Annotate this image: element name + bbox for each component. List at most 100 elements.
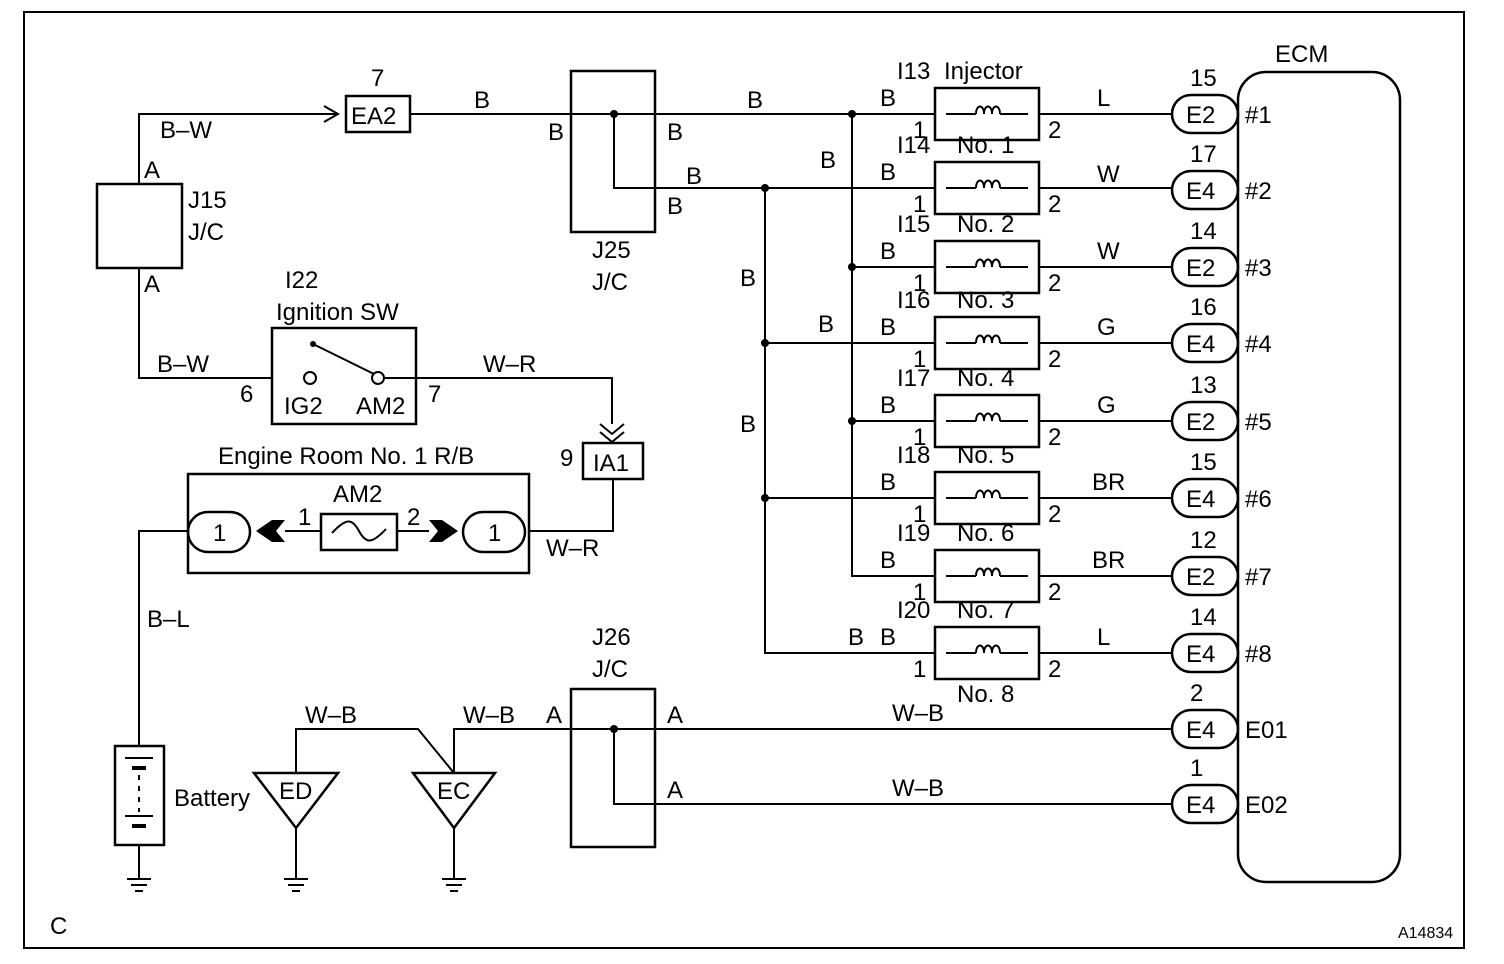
wire-ed-ec	[295, 728, 455, 774]
ecm-pin-label: E01	[1245, 717, 1288, 744]
ground-ed-label: ED	[279, 778, 312, 805]
ecm-connector-label: E2	[1186, 255, 1215, 282]
rb-pin-right: 2	[407, 504, 420, 531]
battery-label: Battery	[174, 785, 250, 812]
injector-id: I19	[897, 520, 930, 547]
bus-wire-label-2: B	[740, 265, 756, 292]
ground-wire-ed-ec: W–B	[305, 702, 357, 729]
ecm-connector-label: E2	[1186, 564, 1215, 591]
j15-pin-top: A	[144, 157, 160, 184]
ecm-wire-color: BR	[1092, 469, 1125, 496]
ea2-arrow	[323, 105, 341, 123]
injector-pin2: 2	[1048, 270, 1061, 297]
battery-wire: B–L	[147, 606, 190, 633]
ecm-wire-color: W	[1097, 238, 1120, 265]
injector-name: No. 4	[957, 365, 1014, 392]
injector-id: I17	[897, 365, 930, 392]
ground-wire-ec-j26: W–B	[463, 702, 515, 729]
wire-ignition-ia1	[384, 377, 613, 424]
injector-id: I14	[897, 132, 930, 159]
bus-1-node-1	[848, 110, 856, 118]
j25-wire-bottom: B	[686, 163, 702, 190]
ia1-pin: 9	[560, 445, 573, 472]
injector-name: No. 2	[957, 211, 1014, 238]
injector-pin1: 1	[913, 191, 926, 218]
injector-pin2: 2	[1048, 424, 1061, 451]
j15-type: J/C	[188, 219, 224, 246]
injector-id: I13	[897, 58, 930, 85]
injector-pin1: 1	[913, 501, 926, 528]
wire-j15-ignition	[138, 268, 272, 379]
corner-label: C	[50, 913, 67, 940]
j25-id: J25	[592, 237, 631, 264]
j26-pin-left: A	[546, 702, 562, 729]
injector-in-wire: B	[880, 314, 896, 341]
ground-ec: EC	[410, 771, 498, 892]
engine-room-relay-block: Engine Room No. 1 R/B 1 1 AM2 1 2	[186, 443, 531, 575]
injector-id: I16	[897, 287, 930, 314]
ignition-pin-left: 6	[240, 381, 253, 408]
injector-pin1: 1	[913, 424, 926, 451]
injector-in-wire: B	[880, 238, 896, 265]
ecm-pin-label: E02	[1245, 792, 1288, 819]
j25-pin-right-bottom: B	[667, 193, 683, 220]
ecm-pin-number: 14	[1190, 604, 1217, 631]
ignition-pin-right: 7	[428, 381, 441, 408]
ignition-id: I22	[285, 267, 318, 294]
ia1-arrow	[599, 423, 625, 444]
ground-ed: ED	[251, 771, 341, 892]
j26-pin-right-top: A	[667, 702, 683, 729]
injector-last-name: No. 8	[957, 681, 1014, 708]
injector-name: No. 1	[957, 132, 1014, 159]
injector-name: No. 5	[957, 442, 1014, 469]
injector-in-wire: B	[880, 624, 896, 651]
ecm-connector-label: E4	[1186, 331, 1215, 358]
ecm-title: ECM	[1275, 41, 1328, 68]
injector-name: No. 7	[957, 597, 1014, 624]
ecm-wire-color: W–B	[892, 775, 944, 802]
figure-code: A14834	[1398, 925, 1453, 942]
ignition-switch: I22 Ignition SW IG2 AM2 6 7	[240, 267, 441, 426]
j26-id: J26	[592, 624, 631, 651]
ecm-connector-label: E4	[1186, 717, 1215, 744]
ecm-pin-label: #7	[1245, 564, 1272, 591]
injector-name: No. 6	[957, 520, 1014, 547]
j15-id: J15	[188, 187, 227, 214]
ecm-connector-label: E4	[1186, 178, 1215, 205]
wire-j15-ea2	[138, 113, 338, 184]
ecm-pin-label: #3	[1245, 255, 1272, 282]
ecm-pin-number: 15	[1190, 65, 1217, 92]
ea2-connector: EA2 7	[344, 65, 412, 134]
ignition-term-right: AM2	[356, 393, 405, 420]
rb-wire-out: W–R	[546, 535, 599, 562]
injector-in-wire: B	[880, 85, 896, 112]
j25-type: J/C	[592, 269, 628, 296]
ecm-pin-label: #5	[1245, 409, 1272, 436]
j15-junction: A A J15 J/C	[95, 157, 227, 298]
j15-wire-top: B–W	[160, 117, 212, 144]
rb-title: Engine Room No. 1 R/B	[218, 443, 474, 470]
wire-ec-j26	[453, 728, 614, 773]
injector-in-wire: B	[880, 159, 896, 186]
j26-type: J/C	[592, 656, 628, 683]
j25-wire-top: B	[747, 87, 763, 114]
ecm-pin-label: #1	[1245, 102, 1272, 129]
rb-fuse: AM2	[333, 481, 382, 508]
bus-wire-label-4: B	[740, 411, 756, 438]
ia1-label: IA1	[593, 450, 629, 477]
ecm-wire-color: L	[1097, 85, 1110, 112]
ecm-pin-number: 16	[1190, 294, 1217, 321]
injector-pin2: 2	[1048, 117, 1061, 144]
injector-pin1: 1	[913, 270, 926, 297]
